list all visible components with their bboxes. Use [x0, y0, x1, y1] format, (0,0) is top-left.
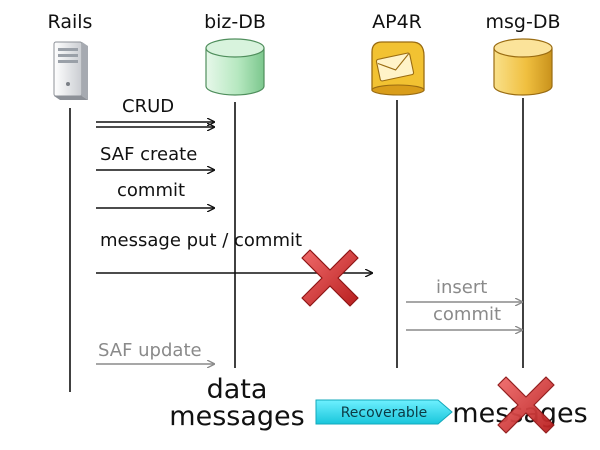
mailbox-icon [371, 41, 425, 96]
message-label-insert: insert [436, 277, 487, 298]
message-label-message-put: message put / commit [100, 230, 302, 251]
failure-x-icon-bottom [497, 376, 555, 434]
message-label-commit-muted: commit [433, 304, 501, 325]
server-icon [53, 41, 88, 100]
actor-label-ap4r: AP4R [372, 11, 422, 33]
actor-label-biz-db: biz-DB [204, 11, 266, 33]
result-data-label: data [207, 374, 268, 405]
message-label-commit: commit [117, 180, 185, 201]
database-green-icon [205, 38, 265, 96]
recoverable-badge: Recoverable [315, 399, 453, 425]
message-label-saf-update: SAF update [98, 340, 202, 361]
message-label-saf-create: SAF create [100, 144, 197, 165]
message-label-crud: CRUD [122, 96, 174, 117]
recoverable-badge-label: Recoverable [341, 405, 428, 421]
actor-label-msg-db: msg-DB [486, 11, 561, 33]
failure-x-icon [301, 249, 359, 307]
result-biz-messages-label: messages [169, 401, 304, 432]
actor-label-rails: Rails [48, 11, 93, 33]
database-gold-icon [493, 38, 553, 96]
